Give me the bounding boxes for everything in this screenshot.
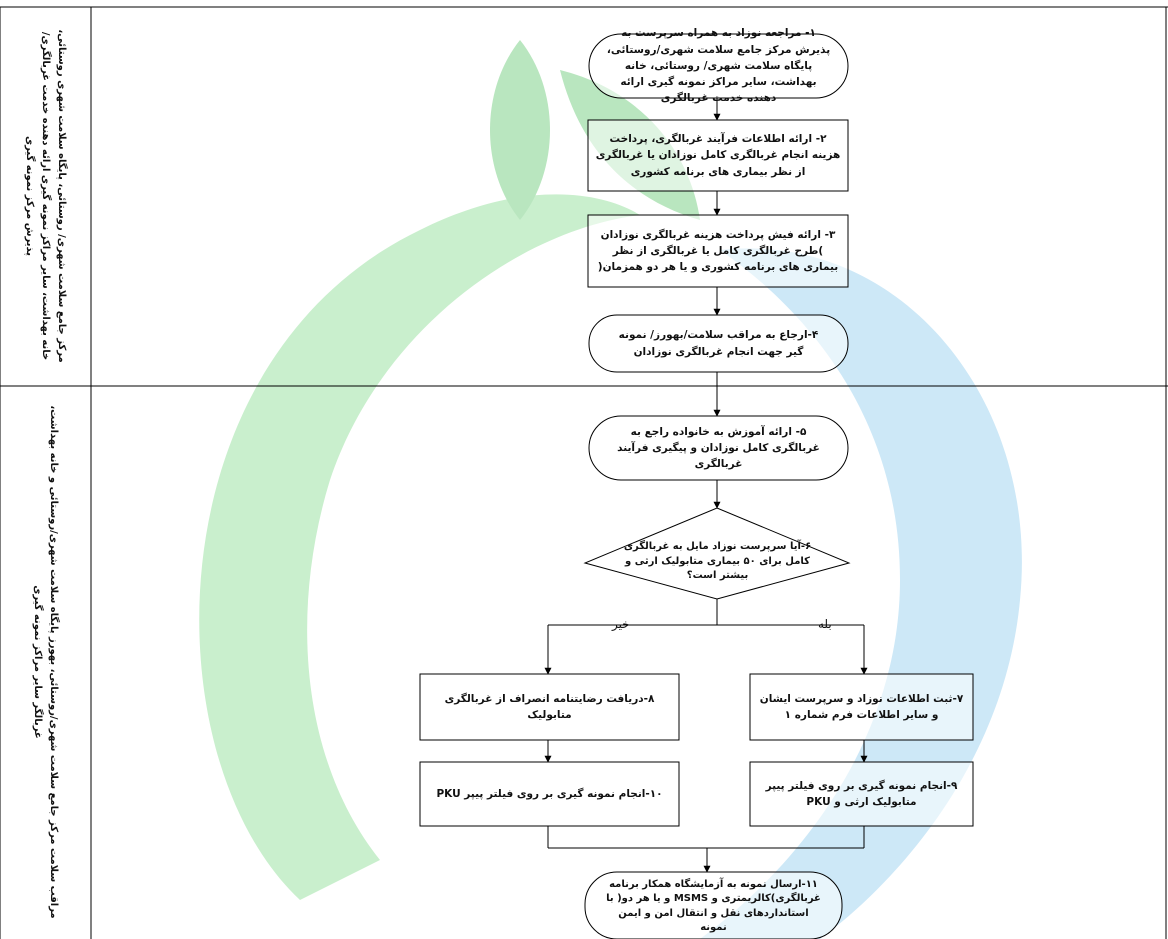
step-11-text: ۱۱-ارسال نمونه به آزمایشگاه همکار برنامه… xyxy=(606,878,821,934)
step-10-text: ۱۰-انجام نمونه گیری بر روی فیلتر پیپر PK… xyxy=(436,787,663,800)
lane-1-label-line-2: خانه بهداشت، سایر مراکز نمونه گیری ارائه… xyxy=(40,31,51,361)
step-8-process xyxy=(419,673,680,741)
watermark-leaf xyxy=(490,40,550,220)
step-3-text: ۳- ارائه فیش پرداخت هزینه غربالگری نوزاد… xyxy=(597,228,839,274)
connectors xyxy=(544,98,868,873)
step-7-text: ۷-ثبت اطلاعات نوزاد و سرپرست ایشان و سای… xyxy=(759,692,964,721)
lane-1-label-line-1: مرکز جامع سلامت شهری/ روستائی، پایگاه سل… xyxy=(56,29,67,363)
step-3-process xyxy=(587,214,849,288)
step-1-terminal xyxy=(588,33,849,99)
watermark-green-arc xyxy=(199,194,640,901)
lane-1-label-line-3: پذیرش مرکز نمونه گیری xyxy=(24,135,35,257)
step-1-text: ۱- مراجعه نوزاد به همراه سرپرست به پذیرش… xyxy=(606,27,831,105)
branch-no-label: خیر xyxy=(612,617,630,631)
swimlane-grid xyxy=(0,6,1168,939)
step-7-process xyxy=(749,673,974,741)
step-6-text: ۶-آیا سرپرست نوزاد مایل به غربالگری کامل… xyxy=(623,541,812,582)
lane-2-label-line-1: مراقب سلامت مرکز جامع سلامت شهری/روستائی… xyxy=(48,405,59,919)
lane-2-label: مراقب سلامت مرکز جامع سلامت شهری/روستائی… xyxy=(29,405,61,918)
step-2-process xyxy=(587,119,849,192)
branch-yes-label: بله xyxy=(818,617,832,631)
step-8-text: ۸-دریافت رضایتنامه انصراف از غربالگری مت… xyxy=(444,692,655,721)
lane-1-label: مرکز جامع سلامت شهری/ روستائی، پایگاه سل… xyxy=(21,29,69,362)
lane-2-label-line-2: غربالگر سایر مراکز نمونه گیری xyxy=(32,585,43,739)
step-2-text: ۲- ارائه اطلاعات فرآیند غربالگری، پرداخت… xyxy=(595,133,841,178)
step-9-text: ۹-انجام نمونه گیری بر روی فیلتر پیپر متا… xyxy=(765,779,958,808)
step-9-process xyxy=(749,761,974,827)
step-11-terminal xyxy=(584,871,843,939)
step-4-text: ۴-ارجاع به مراقب سلامت/بهورز/ نمونه گیر … xyxy=(618,329,819,358)
step-5-text: ۵- ارائه آموزش به خانواده راجع به غربالگ… xyxy=(617,425,820,471)
step-10-process xyxy=(419,761,680,827)
